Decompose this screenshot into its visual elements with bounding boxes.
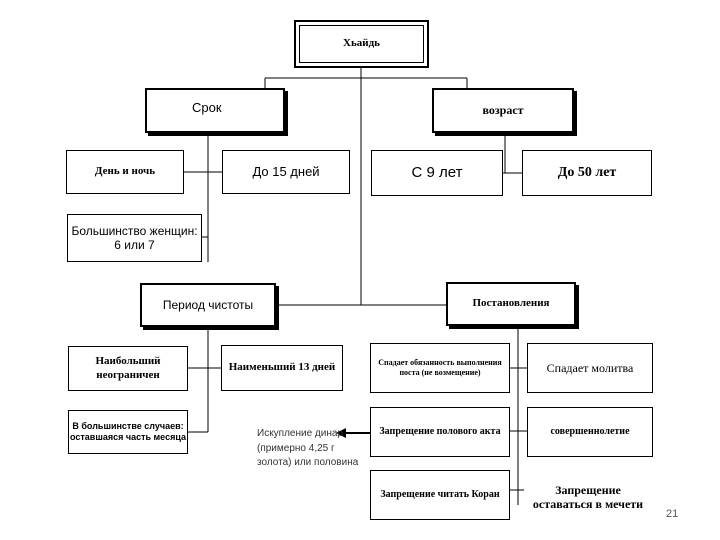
- page-number: 21: [666, 508, 678, 520]
- purity-usual-box: В большинстве случаев: оставшаяся часть …: [68, 410, 188, 454]
- majority-label: Большинство женщин: 6 или 7: [71, 223, 198, 252]
- age-box: возраст: [432, 88, 574, 133]
- purity-min-label: Наименьший 13 дней: [228, 361, 336, 374]
- completion-box: совершеннолетие: [527, 407, 653, 457]
- mosque-box: Запрещение оставаться в мечети: [524, 472, 652, 522]
- day-night-label: День и ночь: [94, 165, 156, 178]
- purity-period-label: Период чистоты: [162, 297, 254, 312]
- age-label: возраст: [482, 103, 524, 118]
- duration-label: Срок: [192, 100, 222, 115]
- from-9-box: С 9 лет: [371, 150, 503, 196]
- purity-max-box: Наибольший неограничен: [68, 346, 188, 391]
- fasting-label: Спадает обязанность выполнения поста (не…: [378, 358, 502, 377]
- prayer-label: Спадает молитва: [546, 360, 634, 375]
- arrow-head-icon: [336, 428, 346, 438]
- to-50-box: До 50 лет: [522, 150, 652, 196]
- rulings-label: Постановления: [472, 297, 550, 310]
- title-text: Хьайдь: [343, 37, 380, 50]
- rulings-box: Постановления: [446, 282, 576, 326]
- page-number-text: 21: [666, 508, 679, 520]
- intercourse-box: Запрещение полового акта: [370, 407, 510, 457]
- completion-label: совершеннолетие: [550, 426, 630, 437]
- quran-label: Запрещение читать Коран: [380, 489, 500, 500]
- duration-box: Срок: [145, 88, 285, 133]
- prayer-box: Спадает молитва: [527, 343, 653, 393]
- quran-box: Запрещение читать Коран: [370, 470, 510, 520]
- fasting-box: Спадает обязанность выполнения поста (не…: [370, 343, 510, 393]
- from-9-label: С 9 лет: [411, 164, 463, 181]
- purity-min-box: Наименьший 13 дней: [221, 345, 343, 391]
- up-to-15-days-box: До 15 дней: [222, 150, 350, 194]
- purity-usual-label: В большинстве случаев: оставшаяся часть …: [70, 421, 186, 442]
- atonement-note: Искупление динар (примерно 4,25 г золота…: [257, 427, 361, 471]
- to-50-label: До 50 лет: [557, 164, 617, 180]
- majority-box: Большинство женщин: 6 или 7: [67, 214, 202, 262]
- day-night-box: День и ночь: [66, 150, 184, 194]
- intercourse-label: Запрещение полового акта: [379, 426, 501, 437]
- mosque-label: Запрещение оставаться в мечети: [532, 482, 644, 511]
- purity-max-label: Наибольший неограничен: [95, 355, 161, 381]
- up-to-15-days-label: До 15 дней: [252, 164, 320, 180]
- title-box: Хьайдь: [294, 20, 429, 68]
- atonement-note-text: Искупление динар (примерно 4,25 г золота…: [257, 428, 359, 468]
- purity-period-box: Период чистоты: [140, 283, 276, 327]
